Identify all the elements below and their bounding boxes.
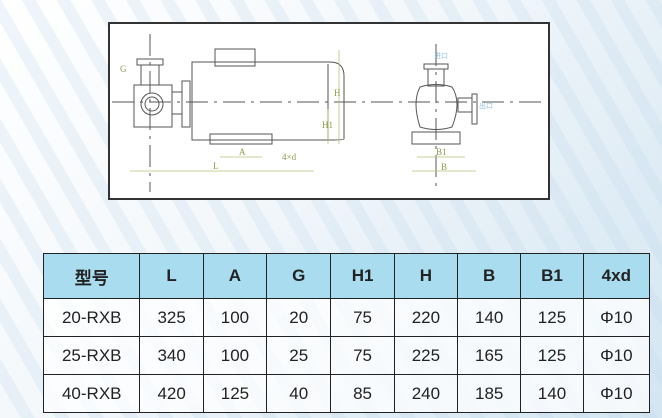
- cell: 125: [202, 374, 268, 413]
- label-b1: B1: [436, 147, 447, 157]
- cell: 420: [139, 374, 204, 413]
- header-4xd: 4xd: [582, 253, 651, 299]
- table-row: 40-RXB 420 125 40 85 240 185 140 Φ10: [42, 374, 651, 413]
- cell: 140: [520, 374, 584, 413]
- header-h: H: [393, 253, 459, 299]
- label-outlet: 出口: [479, 101, 493, 110]
- header-b: B: [457, 253, 522, 299]
- header-l: L: [139, 253, 204, 299]
- cell: Φ10: [582, 298, 651, 337]
- cell: 340: [139, 336, 204, 375]
- header-model: 型号: [42, 253, 141, 299]
- cell: 40: [266, 374, 332, 413]
- cell: 20: [266, 298, 332, 337]
- cell: 125: [520, 336, 584, 375]
- cell: 85: [330, 374, 395, 413]
- label-h1: H1: [322, 120, 333, 130]
- label-l: L: [213, 161, 219, 171]
- table-row: 20-RXB 325 100 20 75 220 140 125 Φ10: [42, 298, 651, 337]
- cell: 185: [457, 374, 522, 413]
- cell: 25: [266, 336, 332, 375]
- cell: 20-RXB: [42, 298, 141, 337]
- cell: Φ10: [582, 336, 651, 375]
- cell: 165: [457, 336, 522, 375]
- label-g: G: [120, 64, 127, 74]
- header-h1: H1: [330, 253, 395, 299]
- cell: 40-RXB: [42, 374, 141, 413]
- pump-drawing-svg: G L A H H1 4×d B1 B 进口 出口: [112, 34, 546, 192]
- pump-dimension-drawing: G L A H H1 4×d B1 B 进口 出口: [108, 22, 550, 200]
- header-g: G: [266, 253, 332, 299]
- label-a: A: [239, 147, 246, 157]
- cell: 220: [393, 298, 459, 337]
- label-4xd: 4×d: [282, 152, 297, 162]
- cell: 75: [330, 336, 395, 375]
- header-a: A: [202, 253, 268, 299]
- label-inlet: 进口: [434, 52, 448, 60]
- cell: 240: [393, 374, 459, 413]
- cell: 140: [457, 298, 522, 337]
- cell: 225: [393, 336, 459, 375]
- cell: 100: [202, 336, 268, 375]
- pump-dimensions-table: 型号 L A G H1 H B B1 4xd 20-RXB 325 100 20…: [42, 253, 651, 413]
- cell: 75: [330, 298, 395, 337]
- label-b: B: [441, 162, 447, 172]
- cell: 100: [202, 298, 268, 337]
- cell: 325: [139, 298, 204, 337]
- header-b1: B1: [520, 253, 584, 299]
- label-h: H: [334, 88, 341, 98]
- cell: 25-RXB: [42, 336, 141, 375]
- table-row: 25-RXB 340 100 25 75 225 165 125 Φ10: [42, 336, 651, 375]
- cell: 125: [520, 298, 584, 337]
- cell: Φ10: [582, 374, 651, 413]
- table-header-row: 型号 L A G H1 H B B1 4xd: [42, 253, 651, 299]
